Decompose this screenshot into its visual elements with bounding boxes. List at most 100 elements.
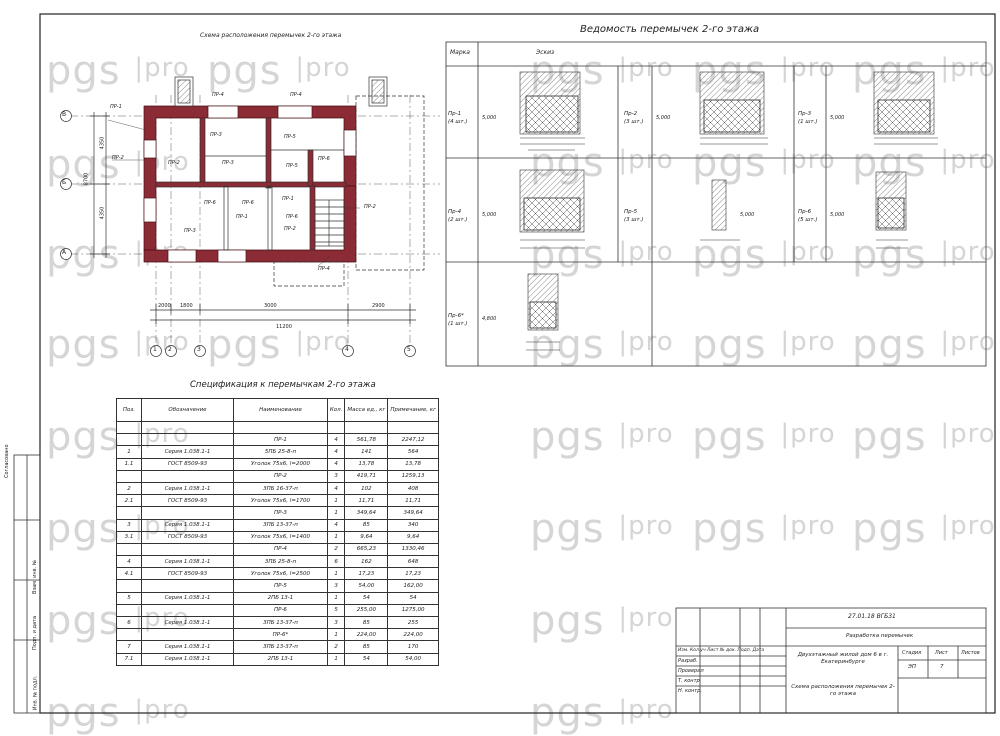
- table-cell: 419,71: [344, 469, 389, 483]
- table-cell: 1259,13: [387, 469, 439, 483]
- table-cell: 3ПБ 13-37-п: [233, 640, 328, 654]
- table-cell: 3ПБ 25-8-п: [233, 555, 328, 569]
- spec-header: Масса ед., кг: [344, 398, 389, 422]
- spec-header-row: Поз. Обозначение Наименование Кол. Масса…: [116, 398, 439, 422]
- table-cell: 408: [387, 481, 439, 496]
- vedomost-table: [445, 41, 987, 367]
- table-cell: 1: [326, 506, 346, 520]
- level-mark: 5,000: [830, 212, 845, 218]
- table-cell: 349,64: [387, 506, 439, 520]
- dim-text: 2900: [372, 303, 385, 309]
- drawing-canvas: [13, 13, 996, 714]
- table-cell: 3ПБ 16-37-п: [233, 481, 328, 496]
- dim-text: 11200: [276, 324, 292, 330]
- spec-header: Обозначение: [140, 398, 235, 422]
- lintel-tag: ПР-5: [286, 163, 298, 169]
- table-cell: 54,00: [387, 652, 439, 666]
- table-cell: 13,78: [387, 457, 439, 471]
- table-cell: Серия 1.038.1-1: [140, 591, 235, 605]
- table-cell: [116, 420, 142, 435]
- table-cell: ПР-6*: [233, 628, 328, 642]
- role-label: Н. контр.: [678, 688, 702, 694]
- table-cell: 3: [326, 469, 346, 483]
- dim-text: 2000: [158, 303, 171, 309]
- lintel-mark: Пр-3(1 шт.): [798, 111, 818, 125]
- table-cell: 3: [326, 615, 346, 630]
- spec-header: Кол.: [326, 398, 346, 422]
- level-mark: 5,000: [830, 115, 845, 121]
- doc-code: 27.01.18 ВГБ31: [848, 613, 896, 620]
- table-cell: 54: [387, 591, 439, 605]
- table-cell: 564: [387, 445, 439, 459]
- lintel-tag: ПР-4: [290, 92, 302, 98]
- table-cell: [233, 420, 328, 435]
- lintel-tag: ПР-3: [222, 160, 234, 166]
- table-cell: 11,71: [387, 494, 439, 508]
- spec-header: Примечание, кг: [387, 398, 439, 422]
- axis-label: 2: [168, 346, 172, 353]
- table-cell: 2.1: [116, 494, 142, 508]
- role-label: Разраб.: [678, 658, 698, 664]
- table-cell: ПР-3: [233, 506, 328, 520]
- spec-header: Наименование: [233, 398, 328, 422]
- lintel-tag: ПР-6: [242, 200, 254, 206]
- table-cell: 2: [116, 481, 142, 496]
- table-cell: Уголок 75х6, l=2000: [233, 457, 328, 471]
- table-cell: 1275,00: [387, 603, 439, 618]
- title-block: [675, 607, 987, 714]
- axis-label: 3: [197, 346, 201, 353]
- table-cell: 1: [326, 652, 346, 666]
- table-cell: 17,23: [387, 567, 439, 581]
- table-cell: 162,00: [387, 579, 439, 593]
- table-cell: 6: [326, 555, 346, 569]
- table-cell: [116, 433, 142, 447]
- table-cell: 665,23: [344, 542, 389, 557]
- stage-value: ЭП: [908, 664, 916, 670]
- lintel-tag: ПР-3: [210, 132, 222, 138]
- table-cell: 9,64: [344, 530, 389, 544]
- table-cell: Серия 1.038.1-1: [140, 481, 235, 496]
- col-marka: Марка: [450, 49, 470, 56]
- lintel-mark: Пр-6(5 шт.): [798, 209, 818, 223]
- table-cell: ПР-2: [233, 469, 328, 483]
- table-cell: 11,71: [344, 494, 389, 508]
- lintel-tag: ПР-6: [318, 156, 330, 162]
- table-cell: ГОСТ 8509-93: [140, 457, 235, 471]
- table-cell: [116, 628, 142, 642]
- role-label: Проверил: [678, 668, 704, 674]
- table-cell: [344, 420, 389, 435]
- table-cell: 9,64: [387, 530, 439, 544]
- table-cell: 1: [116, 445, 142, 459]
- table-cell: Уголок 75х6, l=1400: [233, 530, 328, 544]
- axis-label: 4: [345, 346, 349, 353]
- table-cell: Уголок 75х6, l=1700: [233, 494, 328, 508]
- table-cell: Серия 1.038.1-1: [140, 445, 235, 459]
- table-cell: 3ПБ 13-37-п: [233, 615, 328, 630]
- table-cell: Серия 1.038.1-1: [140, 640, 235, 654]
- side-stamp-label: Подп. и дата: [32, 615, 39, 651]
- table-cell: 102: [344, 481, 389, 496]
- table-cell: 5: [326, 603, 346, 618]
- table-cell: [116, 542, 142, 557]
- table-cell: 1: [326, 530, 346, 544]
- table-cell: 6: [116, 615, 142, 630]
- table-cell: 1: [326, 591, 346, 605]
- spec-header: Поз.: [116, 398, 142, 422]
- axis-label: В: [62, 111, 67, 118]
- table-cell: Серия 1.038.1-1: [140, 615, 235, 630]
- table-cell: 85: [344, 615, 389, 630]
- table-cell: [140, 469, 235, 483]
- listov-label: Листов: [961, 650, 980, 656]
- table-cell: 1330,46: [387, 542, 439, 557]
- level-mark: 5,000: [482, 115, 497, 121]
- table-cell: ПР-5: [233, 579, 328, 593]
- table-cell: [116, 603, 142, 618]
